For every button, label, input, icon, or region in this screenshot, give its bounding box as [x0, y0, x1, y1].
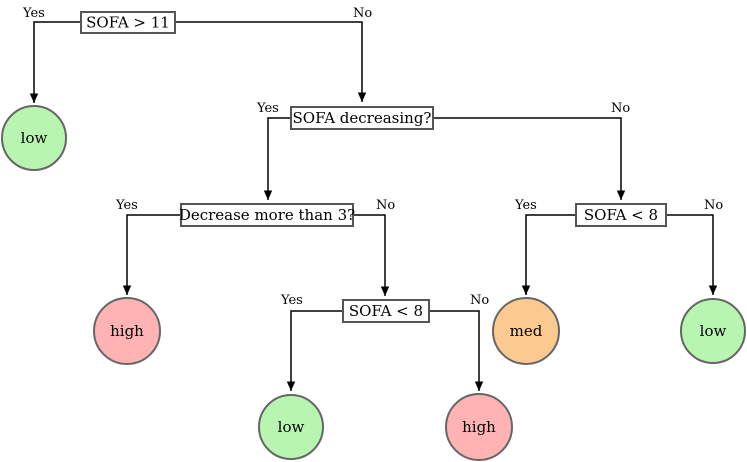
label-root-no: No: [353, 6, 372, 21]
edge-d2-no: [433, 117, 626, 200]
branch-labels: Yes No Yes No Yes No Yes No Yes No: [22, 6, 723, 308]
leaf-circle-low: [680, 298, 746, 364]
label-d5-yes: Yes: [514, 198, 537, 213]
edges: [29, 21, 718, 391]
leaf-label-l5: low: [278, 418, 305, 436]
leaf-circle-high: [445, 393, 513, 461]
decision-node-d3: Decrease more than 3?: [179, 203, 355, 227]
edge-root-no: [175, 21, 367, 102]
edge-d3-yes: [122, 214, 181, 295]
leaf-circle-low: [1, 105, 67, 171]
label-d4-no: No: [470, 293, 489, 308]
edge-d4-yes: [286, 310, 343, 391]
decision-node-d4: SOFA < 8: [342, 299, 430, 323]
leaf-label-l1: low: [21, 129, 48, 147]
decision-label-d3: Decrease more than 3?: [179, 206, 355, 224]
decision-node-root: SOFA > 11: [80, 11, 176, 34]
decision-node-d5: SOFA < 8: [575, 203, 667, 227]
leaf-node-l1: low: [1, 105, 67, 171]
leaf-node-l6: high: [445, 393, 513, 461]
edge-d3-no: [353, 214, 390, 296]
edge-d5-yes: [521, 214, 576, 295]
edge-d5-no: [666, 214, 718, 295]
decision-label-d5: SOFA < 8: [584, 206, 658, 224]
leaf-node-l5: low: [258, 394, 324, 460]
leaf-label-l2: high: [110, 322, 144, 340]
leaf-circle-high: [93, 297, 161, 365]
decision-label-root: SOFA > 11: [86, 14, 170, 32]
leaf-label-l3: med: [510, 322, 543, 340]
label-d2-yes: Yes: [256, 101, 279, 116]
label-d5-no: No: [704, 198, 723, 213]
label-d3-no: No: [376, 198, 395, 213]
decision-label-d4: SOFA < 8: [349, 302, 423, 320]
leaf-node-l2: high: [93, 297, 161, 365]
leaf-node-l3: med: [492, 297, 560, 365]
label-d4-yes: Yes: [280, 293, 303, 308]
label-d2-no: No: [611, 101, 630, 116]
leaf-circle-med: [492, 297, 560, 365]
leaf-circle-low: [258, 394, 324, 460]
label-root-yes: Yes: [22, 6, 45, 21]
leaf-label-l4: low: [700, 322, 727, 340]
decision-label-d2: SOFA decreasing?: [293, 109, 432, 127]
edge-root-yes: [29, 21, 81, 103]
label-d3-yes: Yes: [115, 198, 138, 213]
decision-node-d2: SOFA decreasing?: [290, 106, 434, 130]
leaf-node-l4: low: [680, 298, 746, 364]
edge-d2-yes: [263, 117, 291, 200]
leaf-label-l6: high: [462, 418, 496, 436]
edge-d4-no: [429, 310, 484, 391]
